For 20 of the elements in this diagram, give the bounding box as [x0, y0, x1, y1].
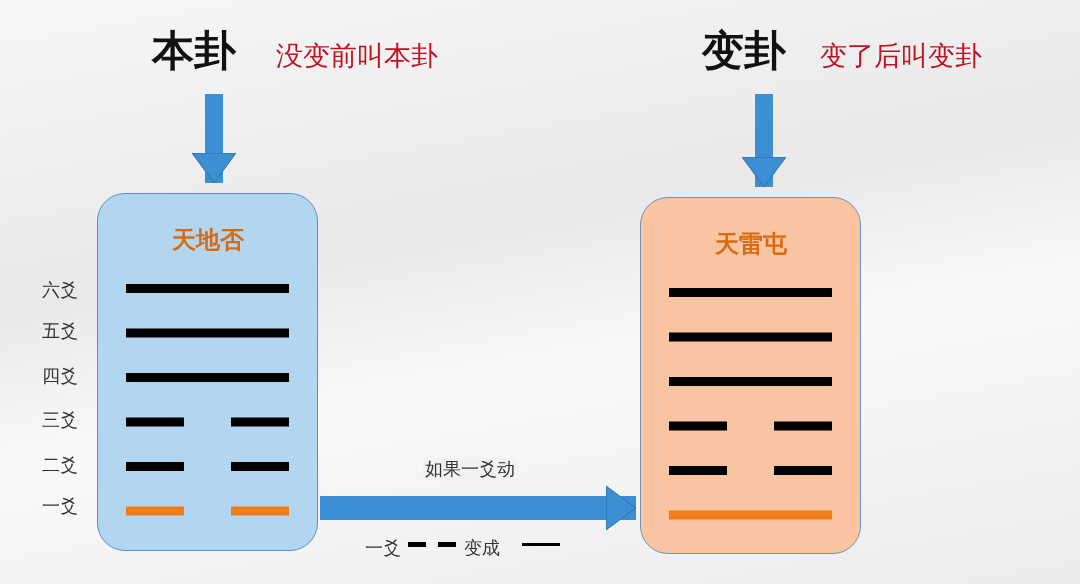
line-label: 二爻: [42, 456, 78, 474]
line-label: 四爻: [42, 367, 78, 385]
line-label: 一爻: [42, 497, 78, 515]
line-label: 三爻: [42, 411, 78, 429]
note-text: 没变前叫本卦: [276, 42, 438, 69]
hexagram-card: [97, 193, 318, 551]
hexagram-name: 天地否: [170, 224, 245, 256]
hexagram-card: [640, 197, 861, 554]
heading-text: 本卦: [152, 30, 236, 72]
note-text: 变了后叫变卦: [820, 42, 982, 69]
edge-label: 如果一爻动: [423, 458, 517, 480]
line-label: 五爻: [42, 322, 78, 340]
block-arrow: [741, 94, 787, 188]
line-label: 六爻: [42, 281, 78, 299]
legend-text: 变成: [464, 539, 500, 557]
block-arrow: [191, 94, 237, 184]
heading-text: 变卦: [702, 30, 786, 72]
legend-text: 一爻: [365, 539, 401, 557]
block-arrow: [320, 485, 637, 531]
hexagram-name: 天雷屯: [713, 228, 788, 260]
